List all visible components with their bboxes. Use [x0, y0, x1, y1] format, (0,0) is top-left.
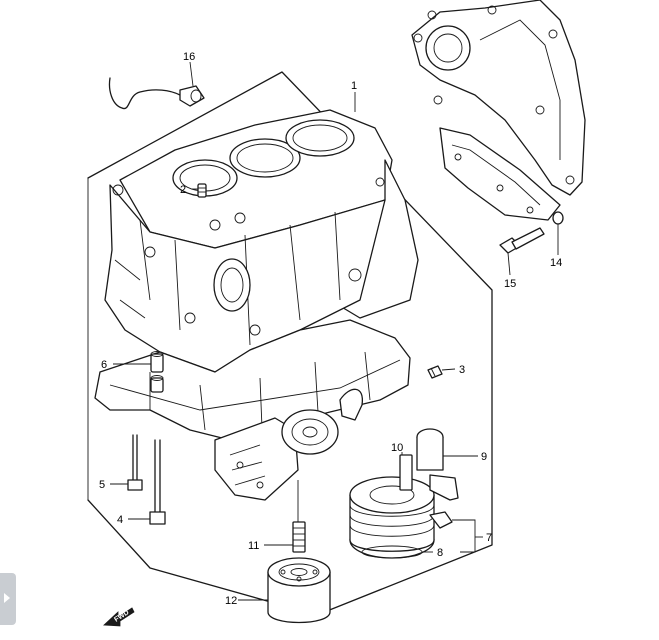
chevron-right-icon [4, 593, 10, 603]
bolt-15 [499, 227, 545, 276]
plug-3 [427, 365, 456, 379]
callout-15: 15 [504, 278, 516, 290]
oil-filter-12 [238, 557, 331, 624]
oil-cooler-assembly [349, 428, 483, 559]
callout-16: 16 [183, 51, 195, 63]
callout-11: 11 [248, 540, 259, 552]
callout-7: 7 [486, 532, 492, 544]
washer-14 [552, 211, 564, 255]
plug-2 [192, 183, 207, 198]
callout-12: 12 [225, 595, 237, 607]
knock-sensor-16 [108, 61, 205, 110]
bolt-5 [110, 434, 143, 491]
fwd-arrow: FWD [103, 607, 135, 627]
callout-8: 8 [437, 547, 443, 559]
rear-plate [411, 0, 586, 221]
callout-14: 14 [550, 257, 562, 269]
fwd-label: FWD [113, 609, 130, 624]
side-panel-toggle[interactable] [0, 573, 16, 625]
cylinder-block [94, 109, 419, 501]
stud-11 [264, 480, 306, 553]
callout-2: 2 [180, 184, 186, 196]
callout-10: 10 [391, 442, 403, 454]
callout-4: 4 [117, 514, 123, 526]
pin-6 [113, 351, 164, 393]
callout-3: 3 [459, 364, 465, 376]
callout-labels: 1 2 3 4 5 6 7 8 9 10 11 12 14 15 16 [99, 51, 562, 607]
bolt-4 [128, 439, 166, 525]
callout-6: 6 [101, 359, 107, 371]
callout-1: 1 [351, 80, 357, 92]
assembly-frame [87, 71, 493, 616]
callout-5: 5 [99, 479, 105, 491]
callout-9: 9 [481, 451, 487, 463]
